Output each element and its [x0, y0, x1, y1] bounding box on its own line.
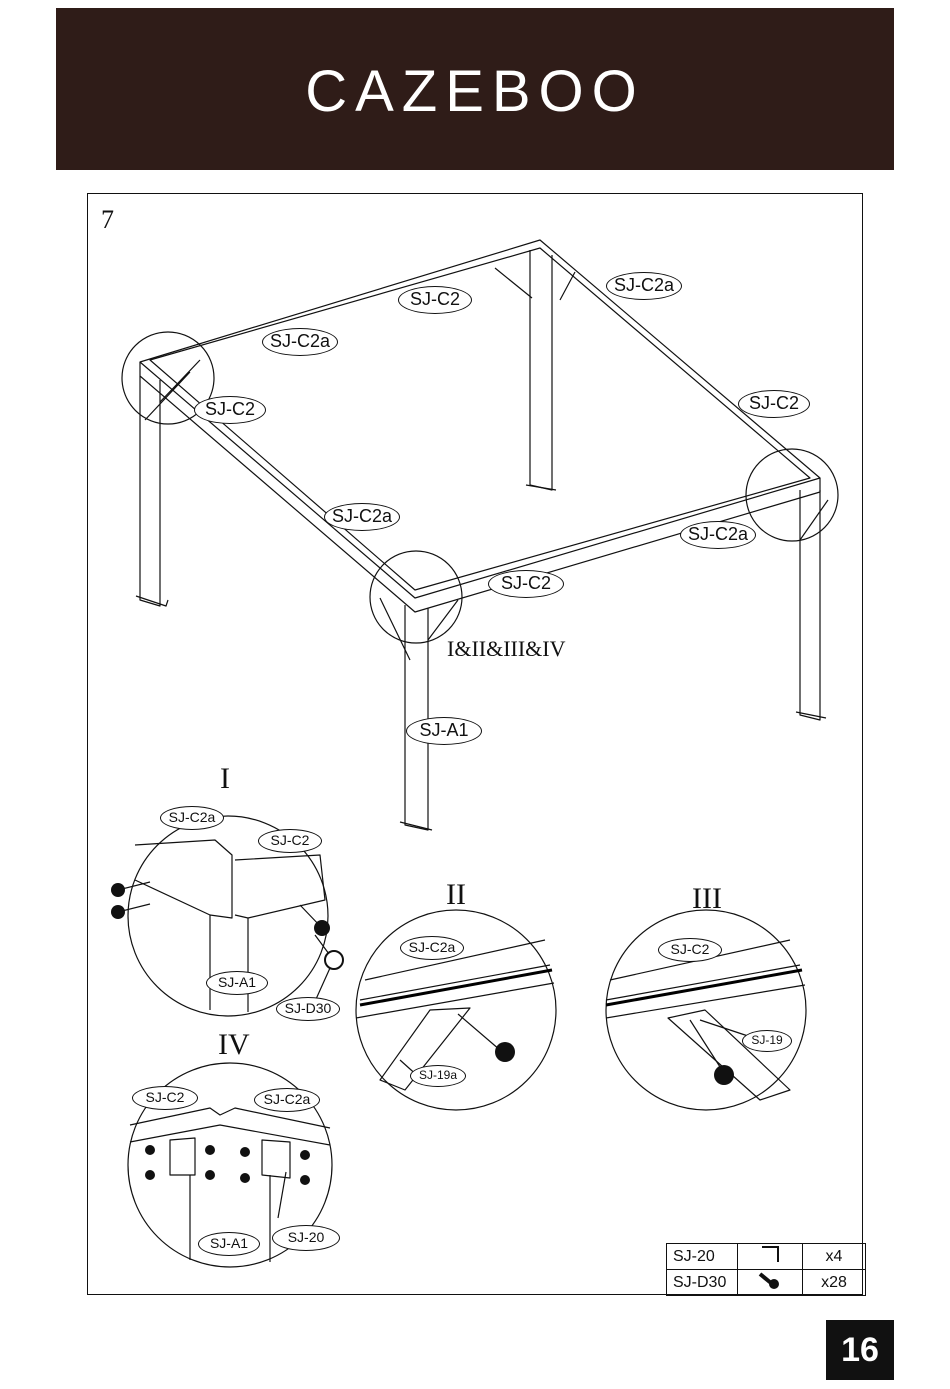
detail-i-bolt-head-3 [314, 920, 330, 936]
detail-iii-bolt [689, 1019, 723, 1071]
detail-iv-bolt-1 [145, 1145, 155, 1155]
leg-right [799, 490, 821, 721]
foot-back-left [135, 595, 169, 607]
part-qty: x28 [802, 1269, 866, 1296]
detail-iv-bolt-8 [300, 1175, 310, 1185]
detail-ii-bolt [457, 1013, 501, 1051]
leg-back [529, 250, 553, 491]
detail-iv-title: IV [218, 1028, 250, 1061]
label-front-right-c2a: SJ-C2a [680, 521, 756, 549]
label-top-c2: SJ-C2 [398, 286, 472, 314]
detail-ii-label-c2a: SJ-C2a [400, 936, 464, 960]
detail-i-label-c2a: SJ-C2a [160, 806, 224, 830]
detail-i-bolt-head-2 [111, 905, 125, 919]
detail-iv-bracket-right [261, 1139, 291, 1179]
parts-row: SJ-20 x4 [666, 1243, 866, 1270]
detail-iv-bolt-2 [145, 1170, 155, 1180]
part-qty: x4 [802, 1243, 866, 1270]
detail-iii-bolt-head [714, 1065, 734, 1085]
detail-ii-bolt-head [495, 1042, 515, 1062]
part-code: SJ-20 [666, 1243, 738, 1270]
detail-iv-bolt-4 [205, 1170, 215, 1180]
detail-iv-label-20: SJ-20 [272, 1225, 340, 1251]
bolt-icon [737, 1269, 803, 1296]
detail-ii-rail [355, 939, 555, 1019]
label-front-c2: SJ-C2 [488, 570, 564, 598]
detail-iv-beams [129, 1107, 331, 1146]
detail-i-circle [127, 815, 329, 1017]
detail-iii-rail-slot [605, 968, 803, 1007]
detail-iv-label-c2: SJ-C2 [132, 1086, 198, 1110]
leg-back-left [139, 376, 161, 607]
detail-iii-bracket [667, 1009, 791, 1101]
detail-ii-bracket [379, 1007, 471, 1091]
angle-bracket-icon [737, 1243, 803, 1270]
label-left-c2a: SJ-C2a [262, 328, 338, 356]
label-front-c2a: SJ-C2a [324, 503, 400, 531]
detail-ii-title: II [446, 878, 466, 911]
page-number: 16 [826, 1320, 894, 1380]
detail-iv-bolt-7 [300, 1150, 310, 1160]
detail-i-label-a1: SJ-A1 [206, 971, 268, 995]
brace-right [799, 499, 829, 541]
leader-lines [277, 967, 761, 1219]
brace-front [379, 597, 459, 661]
detail-i-bolts [117, 881, 333, 959]
detail-i-bolt-head-4 [324, 950, 344, 970]
detail-circle-right [745, 448, 839, 542]
label-leg-a1: SJ-A1 [406, 717, 482, 745]
label-right-c2: SJ-C2 [738, 390, 810, 418]
detail-i-title: I [220, 762, 230, 795]
detail-circle-back-left [121, 331, 215, 425]
label-left-c2: SJ-C2 [194, 396, 266, 424]
leg-front [404, 605, 429, 831]
parts-table: SJ-20 x4 SJ-D30 x28 [666, 1243, 866, 1296]
brace-back-left [144, 359, 201, 421]
foot-right [795, 711, 827, 719]
foot-back [525, 484, 557, 491]
detail-circle-front [369, 550, 463, 644]
detail-group-label: I&II&III&IV [447, 636, 566, 661]
detail-ii-label-19a: SJ-19a [410, 1065, 466, 1087]
part-code: SJ-D30 [666, 1269, 738, 1296]
detail-iv-bracket-left [169, 1137, 196, 1176]
foot-front [399, 821, 433, 831]
detail-iv-bolt-5 [240, 1147, 250, 1157]
instruction-frame [87, 193, 863, 1295]
detail-iii-circle [605, 909, 807, 1111]
detail-ii-rail-slot [359, 968, 553, 1007]
detail-iv-label-a1: SJ-A1 [198, 1232, 260, 1256]
detail-iv-circle [127, 1062, 333, 1268]
detail-i-bolt-head-1 [111, 883, 125, 897]
brand-logo: CAZEBOO [305, 59, 645, 124]
frame-front-beam-face [139, 362, 821, 613]
brace-back [494, 267, 576, 301]
detail-ii-circle [355, 909, 557, 1111]
detail-iii-label-19: SJ-19 [742, 1030, 792, 1052]
detail-iv-bolt-3 [205, 1145, 215, 1155]
detail-iii-title: III [692, 882, 722, 915]
parts-row: SJ-D30 x28 [666, 1269, 866, 1296]
detail-iii-label-c2: SJ-C2 [658, 938, 722, 962]
detail-i-leg [209, 915, 249, 1012]
brand-header: CAZEBOO [56, 8, 894, 170]
detail-i-label-d30: SJ-D30 [276, 997, 340, 1021]
step-number: 7 [101, 205, 114, 234]
detail-iv-bolt-6 [240, 1173, 250, 1183]
detail-i-beams [134, 839, 326, 919]
detail-iv-label-c2a: SJ-C2a [254, 1088, 320, 1112]
detail-i-label-c2: SJ-C2 [258, 829, 322, 853]
detail-iv-leg [189, 1175, 271, 1262]
label-top-right-c2a: SJ-C2a [606, 272, 682, 300]
